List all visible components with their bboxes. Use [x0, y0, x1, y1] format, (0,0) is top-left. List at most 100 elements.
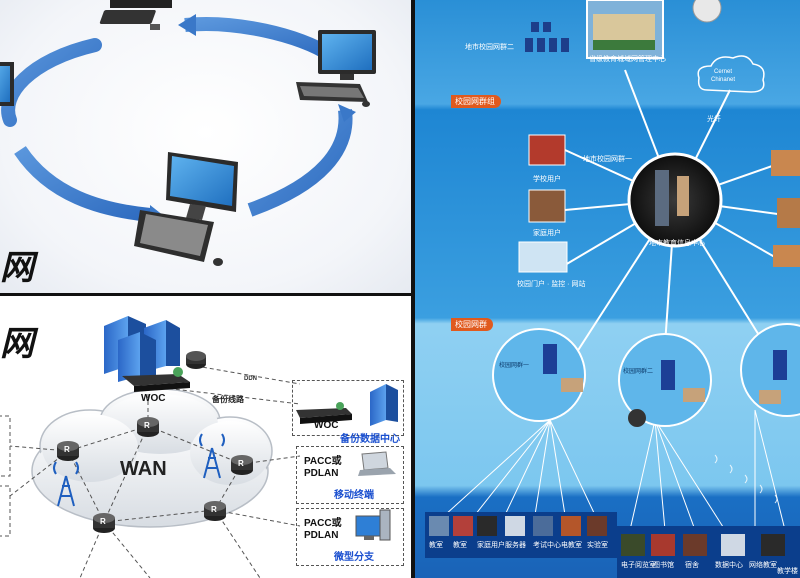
bottom-right-label: 图书馆: [653, 562, 674, 569]
ring-arrow: [1, 38, 102, 127]
wan-diagram: [0, 316, 398, 578]
computer-right: [296, 30, 376, 107]
ring-arrow: [14, 145, 151, 222]
backup-building-icon: [370, 384, 398, 426]
computer-top: [99, 0, 172, 30]
bottom-left-label: 教室: [453, 542, 467, 549]
campus-diagram: [425, 0, 800, 578]
laptop-icon: [358, 451, 396, 476]
thumb-home-users: [528, 189, 566, 223]
server-icon: [773, 350, 787, 380]
woc-label-right: WOC: [314, 420, 339, 431]
campus-circle-three: [740, 323, 800, 417]
panel-divider: [0, 293, 412, 296]
ring-partial-label: 网: [0, 248, 34, 288]
wan-cloud-label: WAN: [120, 458, 167, 480]
thumb-label-school: 学校用户: [533, 176, 561, 183]
computer-bottom: [134, 152, 238, 266]
building-icon: [683, 388, 705, 402]
fiber-label: 光纤: [707, 116, 721, 123]
branch-two-label: 地市校园网群二: [465, 44, 514, 51]
bottom-left-label: 服务器: [505, 542, 526, 549]
tag-campus-group: 校园网群组: [451, 95, 501, 108]
bottom-thumb-strip-right: [617, 526, 800, 578]
bottom-thumb-strip-left: [425, 512, 617, 558]
tag-campus: 校园网群: [451, 318, 493, 331]
backup-line-label: 备份线路: [212, 395, 244, 404]
thumb-label-home: 家庭用户: [533, 230, 561, 237]
panel-divider: [411, 0, 415, 578]
wireless-tower-icon: [53, 461, 79, 507]
wan-partial-label: 网: [0, 324, 34, 364]
backup-center-box: [292, 380, 404, 436]
bottom-right-label: 网络教室: [749, 562, 777, 569]
micro-branch-box: [296, 508, 404, 566]
thumb-right-building: [771, 150, 800, 176]
router-r-glyph: R: [238, 459, 244, 468]
thumb-right-building: [773, 245, 800, 267]
desktop-pc-icon: [355, 509, 391, 541]
bottom-right-label: 宿舍: [685, 562, 699, 569]
pacc-pdlan-label-1: PACC或 PDLAN: [304, 456, 342, 479]
woc-device-top: [122, 367, 190, 392]
thumb-devices: [518, 241, 568, 273]
mobile-terminal-box: [296, 446, 404, 504]
router-r-glyph: R: [64, 445, 70, 454]
ring-arrow: [247, 109, 353, 217]
woc-device-right: [296, 402, 352, 424]
router-r-glyph: R: [144, 421, 150, 430]
bottom-right-label: 教学楼: [777, 568, 798, 575]
woc-label-top: WOC: [141, 393, 166, 404]
router-icon: [137, 417, 159, 437]
city-center-label: 地市教育信息中心: [649, 240, 705, 247]
server-icon: [543, 344, 557, 374]
bottom-left-label: 教室: [429, 542, 443, 549]
micro-branch-label: 微型分支: [334, 552, 374, 563]
router-small-icon: [186, 351, 206, 369]
mobile-terminal-label: 移动终端: [334, 490, 374, 501]
cloud-text: Cernet Chinanet: [711, 69, 736, 83]
mini-hub-icon: [628, 409, 646, 427]
campus-circle-one: [492, 328, 586, 422]
thumb-label-devices: 校园门户 · 监控 · 网站: [517, 281, 586, 288]
campus-sub-links: [444, 409, 786, 531]
backup-center-label: 备份数据中心: [340, 434, 400, 445]
ring-arrow: [184, 17, 334, 61]
router-r-glyph: R: [211, 505, 217, 514]
bottom-left-label: 考试中心: [533, 542, 561, 549]
wan-panel: 网 WAN WOC DDN 备份线路 WOC 备份数据中心 PACC或 PDLA…: [0, 296, 412, 578]
bottom-right-label: 数据中心: [715, 562, 743, 569]
thumb-right-building: [777, 198, 800, 228]
campus-net-one-label: 校园网群一: [499, 363, 530, 369]
server-cluster-icon: [525, 22, 569, 52]
ring-topology-panel: 网: [0, 0, 412, 294]
router-icon: [57, 441, 79, 461]
building-icon: [561, 378, 583, 392]
router-icon: [204, 501, 226, 521]
campus-net-two-label: 校园网群二: [623, 369, 654, 375]
info-center-hub: [627, 152, 723, 248]
decor-arcs: [714, 454, 778, 504]
wireless-tower-icon: [199, 433, 225, 479]
bottom-left-label: 实验室: [587, 542, 608, 549]
computer-left: [0, 62, 14, 106]
hq-building-icon: [104, 316, 180, 382]
internet-cloud: [697, 55, 765, 93]
satellite-dish-icon: [692, 0, 722, 23]
thumb-school-users: [528, 134, 566, 166]
server-icon: [661, 360, 675, 390]
center-building-photo: [586, 0, 664, 59]
bottom-right-label: 电子阅览室: [621, 562, 656, 569]
left-edge-box: [0, 415, 11, 537]
building-icon: [759, 390, 781, 404]
campus-network-panel: 地市校园网群二 省级教育城域网管理中心 Cernet Chinanet 光纤 校…: [415, 0, 800, 578]
bottom-left-label: 家庭用户: [477, 542, 505, 549]
pacc-pdlan-label-2: PACC或 PDLAN: [304, 518, 342, 541]
router-r-glyph: R: [100, 517, 106, 526]
router-icon: [93, 513, 115, 533]
ddn-label: DDN: [244, 376, 257, 382]
ring-diagram: [0, 0, 376, 266]
branch-one-label: 地市校园网群一: [583, 156, 632, 163]
bottom-left-label: 电教室: [561, 542, 582, 549]
router-icon: [231, 455, 253, 475]
